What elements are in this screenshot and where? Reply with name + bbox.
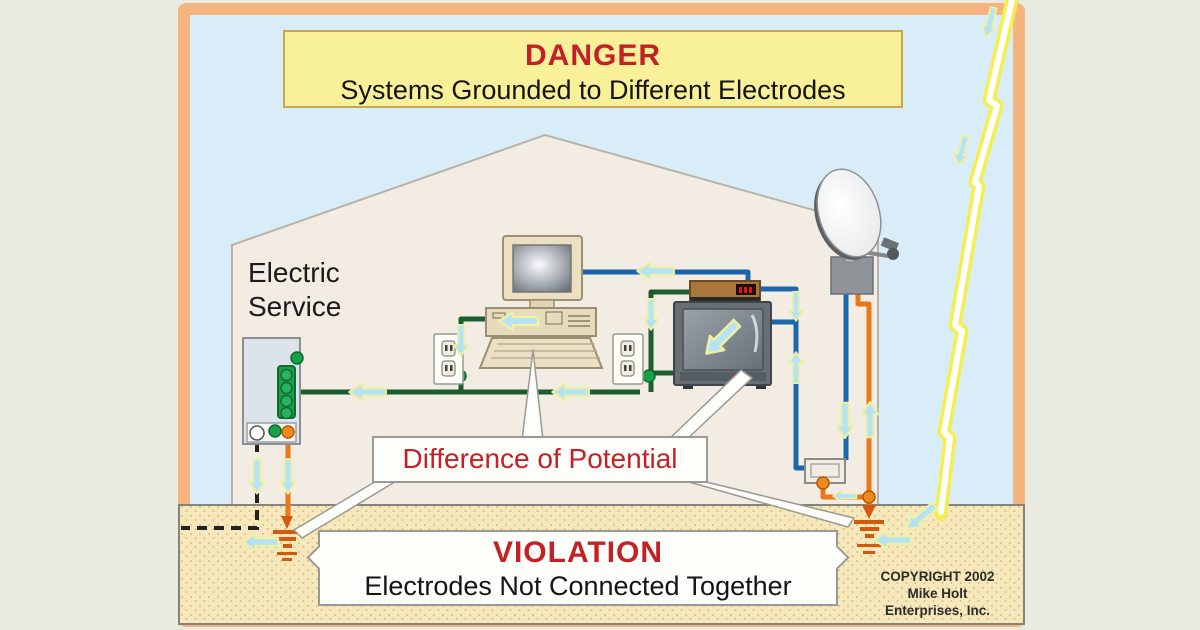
violation-subtitle: Electrodes Not Connected Together — [364, 571, 792, 601]
violation-title: VIOLATION — [492, 536, 664, 569]
electric-service-line1: Electric — [248, 257, 340, 288]
violation-callout: VIOLATION Electrodes Not Connected Toget… — [318, 530, 838, 606]
satellite-dish-icon — [814, 168, 899, 295]
outlet-icon — [612, 333, 644, 385]
lightning-bolt-icon — [934, 0, 1019, 521]
grounding-block-icon — [804, 458, 876, 504]
copyright-notice: COPYRIGHT 2002 Mike Holt Enterprises, In… — [850, 568, 1025, 619]
copyright-line3: Enterprises, Inc. — [884, 603, 991, 618]
danger-title: DANGER — [524, 39, 661, 72]
copyright-line2: Mike Holt — [907, 586, 968, 601]
underground-neutral-wire — [181, 442, 259, 530]
danger-banner: DANGER Systems Grounded to Different Ele… — [283, 30, 903, 108]
ground-junction-dot — [642, 369, 656, 383]
difference-of-potential-text: Difference of Potential — [402, 443, 678, 474]
service-panel-icon — [242, 337, 304, 445]
keyboard — [478, 337, 604, 369]
copyright-line1: COPYRIGHT 2002 — [880, 569, 995, 584]
ground-electrode-icon — [273, 505, 884, 561]
electric-service-line2: Service — [248, 291, 342, 322]
electric-service-label: Electric Service — [248, 256, 378, 324]
computer-icon — [478, 235, 604, 369]
callout-pointers — [293, 349, 855, 539]
danger-subtitle: Systems Grounded to Different Electrodes — [340, 75, 846, 105]
difference-of-potential-callout: Difference of Potential — [372, 436, 708, 483]
